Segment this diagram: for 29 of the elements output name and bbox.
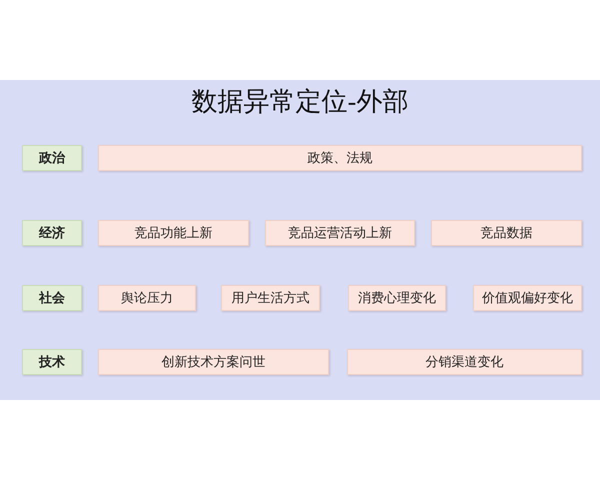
category-label [22, 349, 82, 375]
factor-text: 分销渠道变化 [426, 353, 504, 372]
factor-text: 创新技术方案问世 [162, 353, 266, 372]
factor-text: 竞品运营活动上新 [288, 224, 392, 242]
factor-text: 消费心理变化 [358, 289, 436, 308]
category-text: 经济 [39, 224, 65, 242]
category-text: 技术 [39, 353, 65, 372]
category-label [22, 220, 82, 246]
factor-text: 政策、法规 [308, 149, 372, 168]
category-text: 政治 [39, 149, 65, 168]
factor-box [98, 285, 196, 311]
factor-text: 价值观偏好变化 [482, 289, 573, 308]
category-label [22, 285, 82, 311]
factor-box [98, 145, 582, 171]
factor-text: 竞品数据 [480, 224, 532, 242]
factor-text: 竞品功能上新 [134, 224, 212, 242]
factor-box [348, 285, 446, 311]
category-label [22, 145, 82, 171]
factor-text: 舆论压力 [121, 289, 173, 308]
factor-box [431, 220, 582, 246]
factor-box [98, 220, 249, 246]
factor-box [347, 349, 582, 375]
category-text: 社会 [39, 289, 65, 308]
factor-text: 用户生活方式 [232, 289, 310, 308]
diagram-title: 数据异常定位-外部 [190, 86, 410, 118]
factor-box [473, 285, 582, 311]
factor-box [265, 220, 415, 246]
factor-box [98, 349, 329, 375]
factor-box [221, 285, 320, 311]
